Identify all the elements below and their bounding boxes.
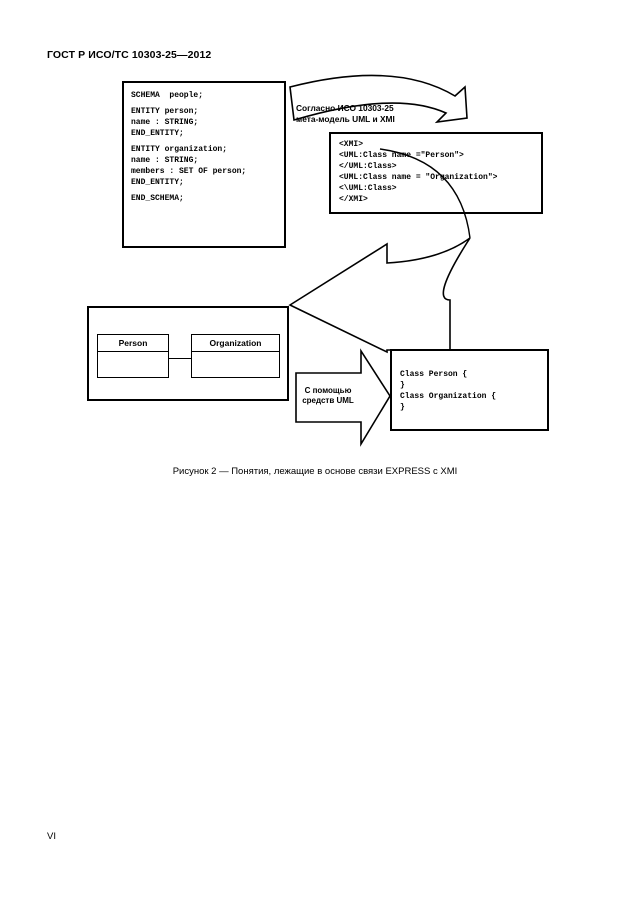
uml-class-person-name: Person <box>98 335 168 352</box>
class-code-box: Class Person {} Class Organization {} <box>390 349 549 431</box>
page-number: VI <box>47 831 56 842</box>
express-code-line: END_ENTITY; <box>131 178 184 187</box>
uml-association-line <box>169 358 191 359</box>
figure-caption: Рисунок 2 — Понятия, лежащие в основе св… <box>172 466 458 477</box>
tool-arrow-label: С помощью средств UML <box>302 386 354 405</box>
xmi-code-line: </UML:Class> <box>339 162 397 171</box>
uml-class-organization-name: Organization <box>192 335 279 352</box>
class-code-line: Class Organization { <box>400 392 497 401</box>
class-code: Class Person {} Class Organization {} <box>400 369 496 413</box>
express-code-line: SCHEMA people; <box>131 91 204 100</box>
express-code-line: members : SET OF person; <box>131 167 247 176</box>
tool-arrow <box>295 348 391 447</box>
express-code-line: END_ENTITY; <box>131 129 184 138</box>
express-code-line: ENTITY person; <box>131 107 199 116</box>
express-code-line: ENTITY organization; <box>131 145 228 154</box>
class-code-line: } <box>400 403 405 412</box>
uml-diagram-box: Person Organization <box>87 306 289 401</box>
uml-class-person: Person <box>97 334 169 378</box>
class-code-line: Class Person { <box>400 370 468 379</box>
express-code-box: SCHEMA people; ENTITY person; name : STRIN… <box>122 81 286 248</box>
class-code-line: } <box>400 381 405 390</box>
express-code: SCHEMA people; ENTITY person; name : STRIN… <box>131 90 246 204</box>
big-left-arrow <box>288 237 471 354</box>
xmi-code-line: <\UML:Class> <box>339 184 397 193</box>
express-code-line: name : STRING; <box>131 156 199 165</box>
express-code-line: name : STRING; <box>131 118 199 127</box>
express-code-line: END_SCHEMA; <box>131 194 184 203</box>
xmi-code-line: <XMI> <box>339 140 364 149</box>
document-header: ГОСТ Р ИСО/ТС 10303-25—2012 <box>47 49 212 61</box>
uml-class-organization: Organization <box>191 334 280 378</box>
banner-label: Согласно ИСО 10303-25 мета-модель UML и … <box>296 103 395 124</box>
xmi-code-line: </XMI> <box>339 195 368 204</box>
